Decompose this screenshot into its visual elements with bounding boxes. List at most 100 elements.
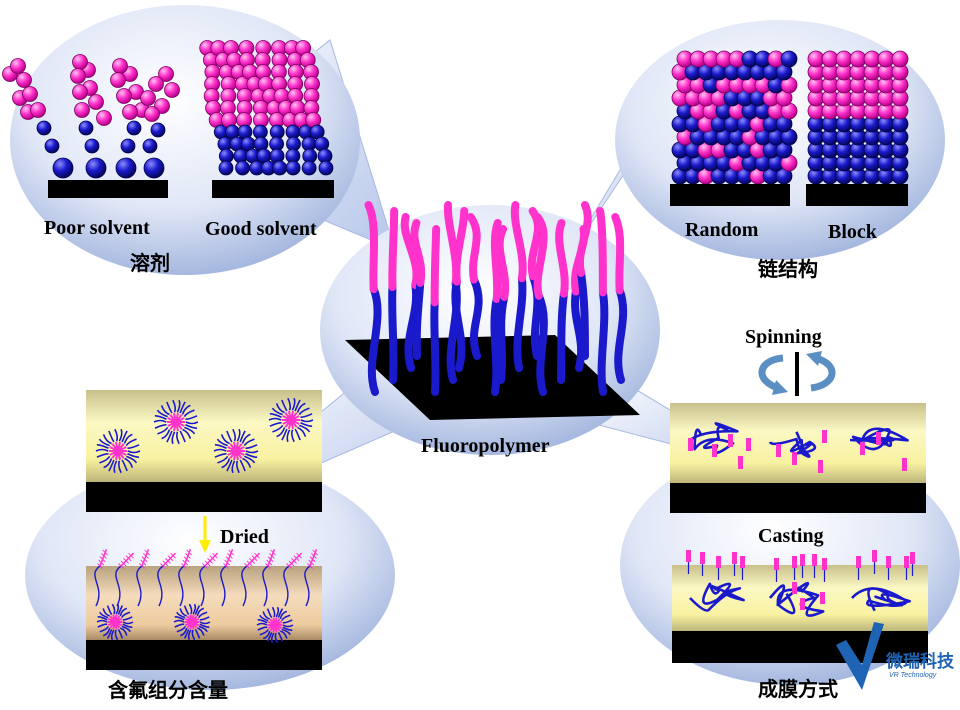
micelle-arm [269, 412, 282, 418]
film-tail-tick [269, 553, 275, 559]
micelle-arm [106, 605, 113, 616]
micelle-arm [239, 430, 246, 443]
dried-arrow [199, 516, 211, 553]
film-tail [267, 548, 276, 567]
poor-solvent-chains [2, 54, 180, 179]
micelle-arm [185, 415, 198, 421]
micelle-arm [183, 605, 190, 616]
micelle-arm [257, 626, 268, 631]
fluoro-group [812, 554, 817, 566]
micelle-arm [96, 619, 108, 623]
film-chain [178, 565, 185, 607]
micelle-arm [271, 407, 283, 416]
micelle-arm [232, 428, 237, 442]
micelle-arm [120, 627, 128, 636]
micelle-arm [127, 453, 140, 459]
micelle-arm [102, 434, 112, 445]
chain-segment [571, 287, 586, 372]
micelle-arm [185, 421, 199, 425]
micelle-arm [298, 407, 310, 416]
micelle-arm [259, 629, 269, 636]
chain-segment [513, 274, 527, 372]
micelle-arm [245, 444, 258, 450]
film-tail-tick [118, 563, 124, 569]
substrate-bottom [86, 640, 322, 670]
bead [821, 50, 839, 68]
fluoro-group [876, 432, 881, 445]
bead [218, 160, 234, 176]
film-tail-tick [254, 552, 260, 559]
micelle-arm [114, 629, 119, 641]
bead [148, 76, 164, 92]
coil [851, 587, 911, 612]
micelle-arm [153, 419, 167, 423]
film-tail-tick [162, 560, 169, 567]
chain-segment [510, 201, 527, 283]
film-tail [288, 552, 303, 567]
micelle-arm [99, 626, 109, 633]
film-tail-tick [120, 560, 127, 567]
micelle-arm [197, 627, 205, 636]
micelle-arm [280, 630, 288, 639]
film-tail-tick [307, 563, 313, 569]
micelle-arm [99, 611, 109, 619]
bead [22, 86, 38, 102]
spin-coated-chains [688, 422, 909, 473]
fluoro-group [688, 438, 693, 451]
fluoro-group [712, 444, 717, 457]
micelle-arm [187, 629, 192, 641]
micelle-arm [281, 614, 291, 621]
micelle-arm [262, 630, 271, 640]
micelle-arm [294, 428, 301, 441]
dried-film-chains [94, 548, 319, 644]
film-tail-tick [160, 563, 166, 569]
micelle-arm [235, 460, 240, 474]
micelle-arm [182, 428, 192, 439]
fluoro-group [886, 556, 891, 568]
film-tail-tick [266, 559, 273, 566]
micelle-arm [121, 625, 131, 633]
bead [72, 54, 88, 70]
film-tail-tick [212, 552, 218, 559]
micelle-arm [242, 457, 252, 468]
film-tail-tick [228, 549, 235, 556]
good-solvent-chains [199, 40, 334, 176]
film-tail-tick [99, 556, 106, 563]
bead [110, 72, 126, 88]
fluoro-group [904, 556, 909, 568]
coil [689, 422, 739, 454]
film-tail-tick [202, 563, 208, 569]
micelle-arm [214, 452, 227, 458]
fluoro-group [728, 434, 733, 447]
coil [689, 582, 745, 612]
bead [301, 160, 317, 176]
film-tail-tick [140, 559, 147, 566]
micelle-arm [110, 629, 115, 641]
micelle-arm [226, 430, 233, 443]
solvent-panel: Poor solvent Good solvent 溶剂 [2, 40, 334, 275]
bead [780, 50, 798, 68]
micelle-arm [174, 616, 185, 621]
bead [144, 106, 160, 122]
film-tail-tick [125, 555, 132, 562]
film-tail-tick [181, 563, 187, 569]
film-tail [204, 552, 219, 567]
fluoro-group [776, 444, 781, 457]
micelle-arm [194, 605, 201, 615]
solvent-caption: 溶剂 [130, 251, 170, 275]
film-tail-tick [98, 559, 105, 566]
film-tail-tick [167, 555, 174, 562]
spin-icon [758, 351, 836, 396]
micelle-arm [97, 623, 108, 628]
bead [863, 50, 881, 68]
micelle-arm [266, 608, 273, 619]
bead [891, 50, 909, 68]
chain-segment [452, 207, 469, 286]
micelle-arm [118, 428, 123, 442]
micelle-arm [296, 402, 306, 413]
bead [142, 138, 158, 154]
micelle-arm [179, 627, 188, 637]
micelle-arm [102, 627, 111, 637]
micelle-arm [121, 459, 128, 472]
fluorine-panel: Dried 含氟组分含量 [86, 390, 322, 702]
